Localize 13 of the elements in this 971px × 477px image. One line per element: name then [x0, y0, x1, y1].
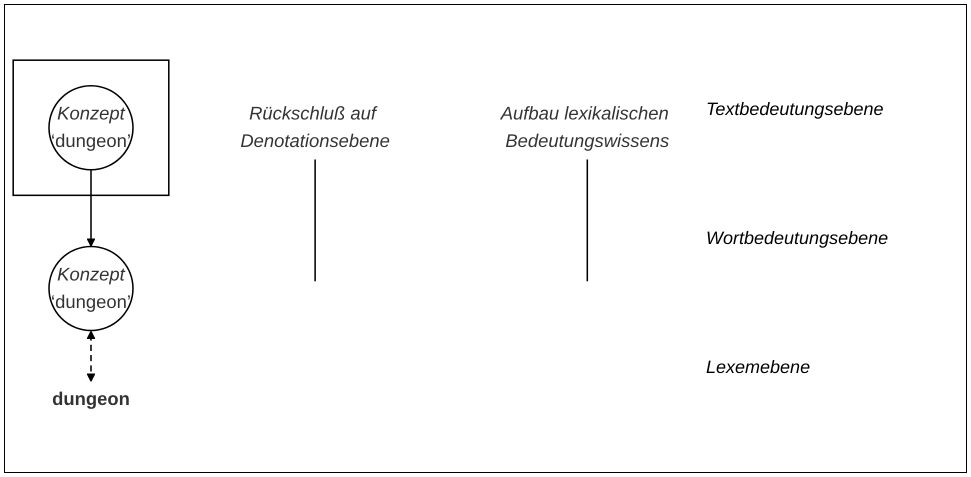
leader-line: [586, 159, 588, 281]
node-circle: Konzept ‘dungeon’: [48, 245, 134, 331]
arrow: [86, 169, 96, 247]
cluster: [12, 59, 170, 196]
level-label: Wortbedeutungsebene: [706, 228, 890, 249]
node-text: Aufbau lexikalischen Bedeutungswissens: [500, 102, 670, 151]
level-label: Textbedeutungsebene: [706, 99, 884, 120]
node-circle: Konzept ‘dungeon’: [48, 84, 134, 170]
arrow: [86, 330, 96, 382]
leader-line: [314, 159, 316, 281]
node-text: Rückschluß auf Denotationsebene: [240, 102, 390, 151]
level-label: Lexemebene: [706, 357, 812, 378]
node-text: dungeon: [52, 388, 130, 409]
